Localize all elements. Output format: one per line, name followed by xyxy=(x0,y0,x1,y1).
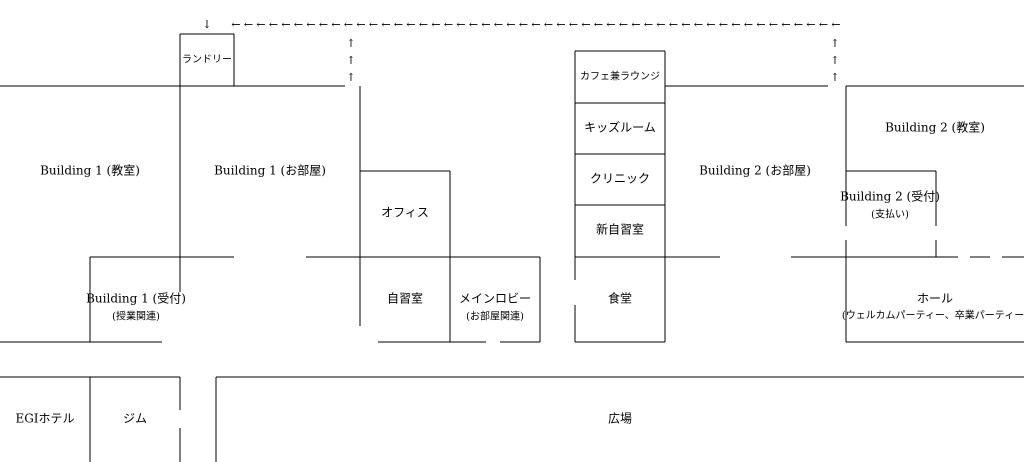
path-left-arrow: ← xyxy=(619,18,628,31)
path-left-arrow: ← xyxy=(719,18,728,31)
new-study-room-label: 新自習室 xyxy=(596,222,644,237)
path-left-arrow: ← xyxy=(281,18,290,31)
plaza-label: 広場 xyxy=(608,412,632,426)
path-left-arrow: ← xyxy=(631,18,640,31)
path-left-arrow: ← xyxy=(744,18,753,31)
building1-reception-sub-label: (授業関連) xyxy=(112,310,160,323)
building2-reception-sub-label: (支払い) xyxy=(871,208,909,221)
path-up-arrow: ↑ xyxy=(830,71,839,84)
cafeteria-label: 食堂 xyxy=(608,291,632,306)
walls xyxy=(0,33,1024,462)
building2-reception-label: Building 2 (受付) xyxy=(840,190,940,204)
path-left-arrow: ← xyxy=(431,18,440,31)
walking-path: ←←←←←←←←←←←←←←←←←←←←←←←←←←←←←←←←←←←←←←←←… xyxy=(202,18,840,84)
path-left-arrow: ← xyxy=(706,18,715,31)
path-left-arrow: ← xyxy=(494,18,503,31)
path-left-arrow: ← xyxy=(594,18,603,31)
path-left-arrow: ← xyxy=(394,18,403,31)
path-left-arrow: ← xyxy=(369,18,378,31)
path-down-arrow: ↓ xyxy=(202,18,211,31)
path-left-arrow: ← xyxy=(469,18,478,31)
study-room-label: 自習室 xyxy=(387,291,423,306)
hall-label: ホール xyxy=(917,292,953,306)
path-up-arrow: ↑ xyxy=(830,37,839,50)
path-left-arrow: ← xyxy=(806,18,815,31)
path-left-arrow: ← xyxy=(244,18,253,31)
path-up-arrow: ↑ xyxy=(346,37,355,50)
path-left-arrow: ← xyxy=(331,18,340,31)
path-left-arrow: ← xyxy=(256,18,265,31)
building1-rooms-label: Building 1 (お部屋) xyxy=(214,163,326,178)
path-left-arrow: ← xyxy=(644,18,653,31)
building1-reception-label: Building 1 (受付) xyxy=(86,292,186,306)
path-left-arrow: ← xyxy=(569,18,578,31)
path-left-arrow: ← xyxy=(406,18,415,31)
gym-label: ジム xyxy=(123,412,147,426)
path-left-arrow: ← xyxy=(444,18,453,31)
path-left-arrow: ← xyxy=(781,18,790,31)
path-left-arrow: ← xyxy=(756,18,765,31)
path-left-arrow: ← xyxy=(269,18,278,31)
path-left-arrow: ← xyxy=(231,18,240,31)
egi-hotel-label: EGIホテル xyxy=(15,412,74,426)
path-left-arrow: ← xyxy=(419,18,428,31)
clinic-label: クリニック xyxy=(590,172,650,186)
path-left-arrow: ← xyxy=(506,18,515,31)
main-lobby-sub-label: (お部屋関連) xyxy=(466,310,524,323)
path-left-arrow: ← xyxy=(481,18,490,31)
path-left-arrow: ← xyxy=(456,18,465,31)
path-left-arrow: ← xyxy=(819,18,828,31)
building1-classroom-label: Building 1 (教室) xyxy=(40,163,140,178)
path-up-arrow: ↑ xyxy=(346,71,355,84)
path-left-arrow: ← xyxy=(294,18,303,31)
path-left-arrow: ← xyxy=(544,18,553,31)
path-left-arrow: ← xyxy=(606,18,615,31)
path-left-arrow: ← xyxy=(381,18,390,31)
path-left-arrow: ← xyxy=(769,18,778,31)
path-left-arrow: ← xyxy=(319,18,328,31)
path-left-arrow: ← xyxy=(306,18,315,31)
path-left-arrow: ← xyxy=(344,18,353,31)
office-label: オフィス xyxy=(381,206,429,220)
path-left-arrow: ← xyxy=(694,18,703,31)
main-lobby-label: メインロビー xyxy=(459,292,531,306)
path-left-arrow: ← xyxy=(831,18,840,31)
path-left-arrow: ← xyxy=(556,18,565,31)
path-left-arrow: ← xyxy=(581,18,590,31)
path-left-arrow: ← xyxy=(519,18,528,31)
building2-rooms-label: Building 2 (お部屋) xyxy=(699,163,811,178)
path-left-arrow: ← xyxy=(669,18,678,31)
laundry-label: ランドリー xyxy=(182,54,232,66)
path-left-arrow: ← xyxy=(656,18,665,31)
cafe-lounge-label: カフェ兼ラウンジ xyxy=(580,70,660,83)
path-up-arrow: ↑ xyxy=(830,54,839,67)
room-labels: ランドリー Building 1 (教室) Building 1 (お部屋) B… xyxy=(15,54,1024,426)
path-left-arrow: ← xyxy=(681,18,690,31)
hall-sub-label: (ウェルカムパーティー、卒業パーティー) xyxy=(842,309,1024,322)
path-up-arrow: ↑ xyxy=(346,54,355,67)
path-left-arrow: ← xyxy=(731,18,740,31)
building2-classroom-label: Building 2 (教室) xyxy=(885,120,985,135)
path-left-arrow: ← xyxy=(356,18,365,31)
kids-room-label: キッズルーム xyxy=(584,120,656,135)
path-left-arrow: ← xyxy=(531,18,540,31)
path-left-arrow: ← xyxy=(794,18,803,31)
